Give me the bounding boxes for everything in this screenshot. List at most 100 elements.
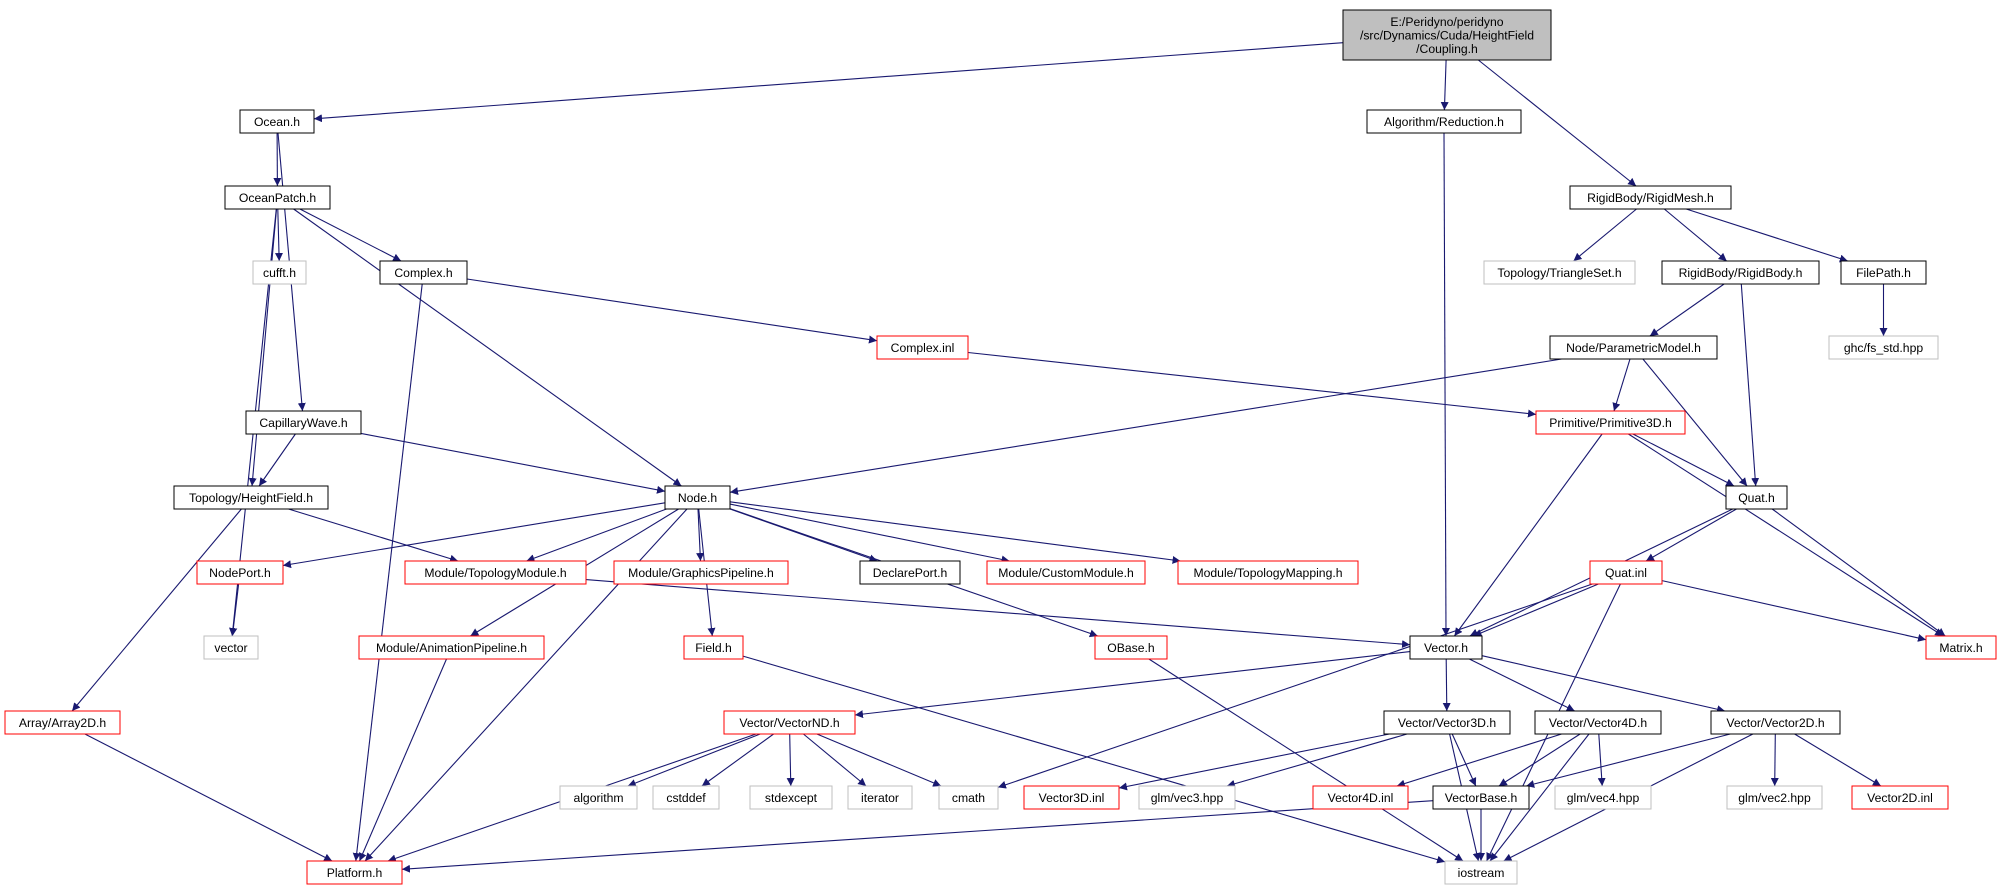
node-label-quat_inl: Quat.inl — [1605, 566, 1647, 580]
node-declareport[interactable]: DeclarePort.h — [859, 560, 961, 585]
node-reduction[interactable]: Algorithm/Reduction.h — [1366, 109, 1522, 134]
node-box-iterator — [847, 785, 913, 810]
node-layer: E:/Peridyno/peridyno/src/Dynamics/Cuda/H… — [4, 9, 1997, 885]
edge-vector4d-to-iostream — [1489, 733, 1590, 862]
node-vector3d_inl[interactable]: Vector3D.inl — [1023, 785, 1120, 810]
node-box-animpipe — [358, 635, 545, 660]
node-vector2d_inl[interactable]: Vector2D.inl — [1851, 785, 1949, 810]
edge-vector_h-to-vector2d — [1481, 655, 1726, 714]
edge-node-to-nodeport — [282, 502, 666, 569]
node-label-topomapping: Module/TopologyMapping.h — [1193, 566, 1342, 580]
node-heightfield[interactable]: Topology/HeightField.h — [173, 485, 329, 510]
node-platform[interactable]: Platform.h — [306, 860, 403, 885]
node-box-glmvec2 — [1726, 785, 1823, 810]
node-box-vector_h — [1409, 635, 1483, 660]
node-complex_h[interactable]: Complex.h — [379, 260, 468, 285]
node-quat_inl[interactable]: Quat.inl — [1589, 560, 1663, 585]
node-box-heightfield — [173, 485, 329, 510]
node-box-complex_h — [379, 260, 468, 285]
node-primitive3d[interactable]: Primitive/Primitive3D.h — [1535, 410, 1686, 435]
edge-capillary-to-heightfield — [258, 433, 296, 487]
node-box-stdexcept — [749, 785, 833, 810]
node-glmvec2: glm/vec2.hpp — [1726, 785, 1823, 810]
edge-parametric-to-quat_h — [1642, 358, 1748, 487]
node-quat_h[interactable]: Quat.h — [1725, 485, 1788, 510]
node-box-rigidmesh — [1569, 185, 1732, 210]
node-algorithm: algorithm — [559, 785, 638, 810]
node-box-primitive3d — [1535, 410, 1686, 435]
edge-quat_inl-to-matrix — [1661, 580, 1927, 642]
edge-vector4d-to-vector4d_inl — [1396, 733, 1562, 788]
node-label-glmvec4: glm/vec4.hpp — [1567, 791, 1640, 805]
node-graphicspipe[interactable]: Module/GraphicsPipeline.h — [613, 560, 789, 585]
node-complex_inl[interactable]: Complex.inl — [876, 335, 969, 360]
node-label-node: Node.h — [678, 491, 717, 505]
node-obase[interactable]: OBase.h — [1094, 635, 1168, 660]
node-coupling[interactable]: E:/Peridyno/peridyno/src/Dynamics/Cuda/H… — [1342, 9, 1552, 61]
edge-quat_inl-to-vector_h — [1473, 583, 1599, 637]
node-node[interactable]: Node.h — [664, 485, 731, 510]
node-topomapping[interactable]: Module/TopologyMapping.h — [1177, 560, 1359, 585]
node-topomodule[interactable]: Module/TopologyModule.h — [404, 560, 587, 585]
node-field[interactable]: Field.h — [683, 635, 744, 660]
node-box-custommodule — [986, 560, 1146, 585]
edge-oceanpatch-to-cufft — [274, 208, 283, 262]
node-label-stdexcept: stdexcept — [765, 791, 818, 805]
node-label-animpipe: Module/AnimationPipeline.h — [376, 641, 527, 655]
node-iostream: iostream — [1444, 860, 1518, 885]
edge-node-to-topomapping — [729, 501, 1181, 564]
node-vector3d[interactable]: Vector/Vector3D.h — [1383, 710, 1511, 735]
node-label-oceanpatch: OceanPatch.h — [239, 191, 316, 205]
node-rigidmesh[interactable]: RigidBody/RigidMesh.h — [1569, 185, 1732, 210]
node-label-vector_h: Vector.h — [1424, 641, 1468, 655]
node-vectorbase[interactable]: VectorBase.h — [1432, 785, 1530, 810]
node-label-platform: Platform.h — [327, 866, 383, 880]
node-box-matrix — [1925, 635, 1997, 660]
edge-primitive3d-to-quat_h — [1632, 433, 1735, 487]
node-label-vector2d: Vector/Vector2D.h — [1726, 716, 1824, 730]
edge-vector4d-to-vectorbase — [1498, 733, 1581, 787]
node-label-ocean: Ocean.h — [254, 115, 300, 129]
node-label-reduction: Algorithm/Reduction.h — [1384, 115, 1504, 129]
edge-reduction-to-vector_h — [1441, 132, 1450, 637]
node-parametric[interactable]: Node/ParametricModel.h — [1549, 335, 1718, 360]
edge-oceanpatch-to-node — [293, 208, 682, 487]
node-filepath[interactable]: FilePath.h — [1840, 260, 1927, 285]
node-cstddef: cstddef — [652, 785, 720, 810]
node-label-array2d: Array/Array2D.h — [19, 716, 106, 730]
node-custommodule[interactable]: Module/CustomModule.h — [986, 560, 1146, 585]
node-label-complex_inl: Complex.inl — [891, 341, 955, 355]
node-box-obase — [1094, 635, 1168, 660]
node-label-iterator: iterator — [861, 791, 899, 805]
node-rigidbody[interactable]: RigidBody/RigidBody.h — [1661, 260, 1820, 285]
node-matrix[interactable]: Matrix.h — [1925, 635, 1997, 660]
edge-vector4d-to-glmvec4 — [1597, 733, 1606, 787]
node-vector4d_inl[interactable]: Vector4D.inl — [1312, 785, 1409, 810]
node-box-nodeport — [196, 560, 284, 585]
node-box-complex_inl — [876, 335, 969, 360]
node-box-array2d — [4, 710, 121, 735]
node-box-rigidbody — [1661, 260, 1820, 285]
node-box-triangleset — [1483, 260, 1636, 285]
node-label-nodeport: NodePort.h — [209, 566, 271, 580]
edge-vector3d-to-vector3d_inl — [1118, 733, 1390, 791]
node-label-parametric: Node/ParametricModel.h — [1566, 341, 1701, 355]
node-label-rigidbody: RigidBody/RigidBody.h — [1679, 266, 1803, 280]
node-capillary[interactable]: CapillaryWave.h — [245, 410, 362, 435]
node-nodeport[interactable]: NodePort.h — [196, 560, 284, 585]
node-ocean[interactable]: Ocean.h — [239, 109, 315, 134]
node-vector4d[interactable]: Vector/Vector4D.h — [1534, 710, 1662, 735]
edge-array2d-to-platform — [84, 733, 333, 862]
edge-vector_h-to-vectornd — [854, 651, 1411, 719]
node-animpipe[interactable]: Module/AnimationPipeline.h — [358, 635, 545, 660]
node-box-glmvec3 — [1138, 785, 1236, 810]
node-vector_h[interactable]: Vector.h — [1409, 635, 1483, 660]
edge-animpipe-to-platform — [358, 658, 448, 862]
node-vector2d[interactable]: Vector/Vector2D.h — [1710, 710, 1841, 735]
edge-coupling-to-reduction — [1440, 59, 1449, 111]
node-box-filepath — [1840, 260, 1927, 285]
node-array2d[interactable]: Array/Array2D.h — [4, 710, 121, 735]
node-label-obase: OBase.h — [1107, 641, 1154, 655]
node-vectornd[interactable]: Vector/VectorND.h — [723, 710, 856, 735]
node-oceanpatch[interactable]: OceanPatch.h — [224, 185, 331, 210]
